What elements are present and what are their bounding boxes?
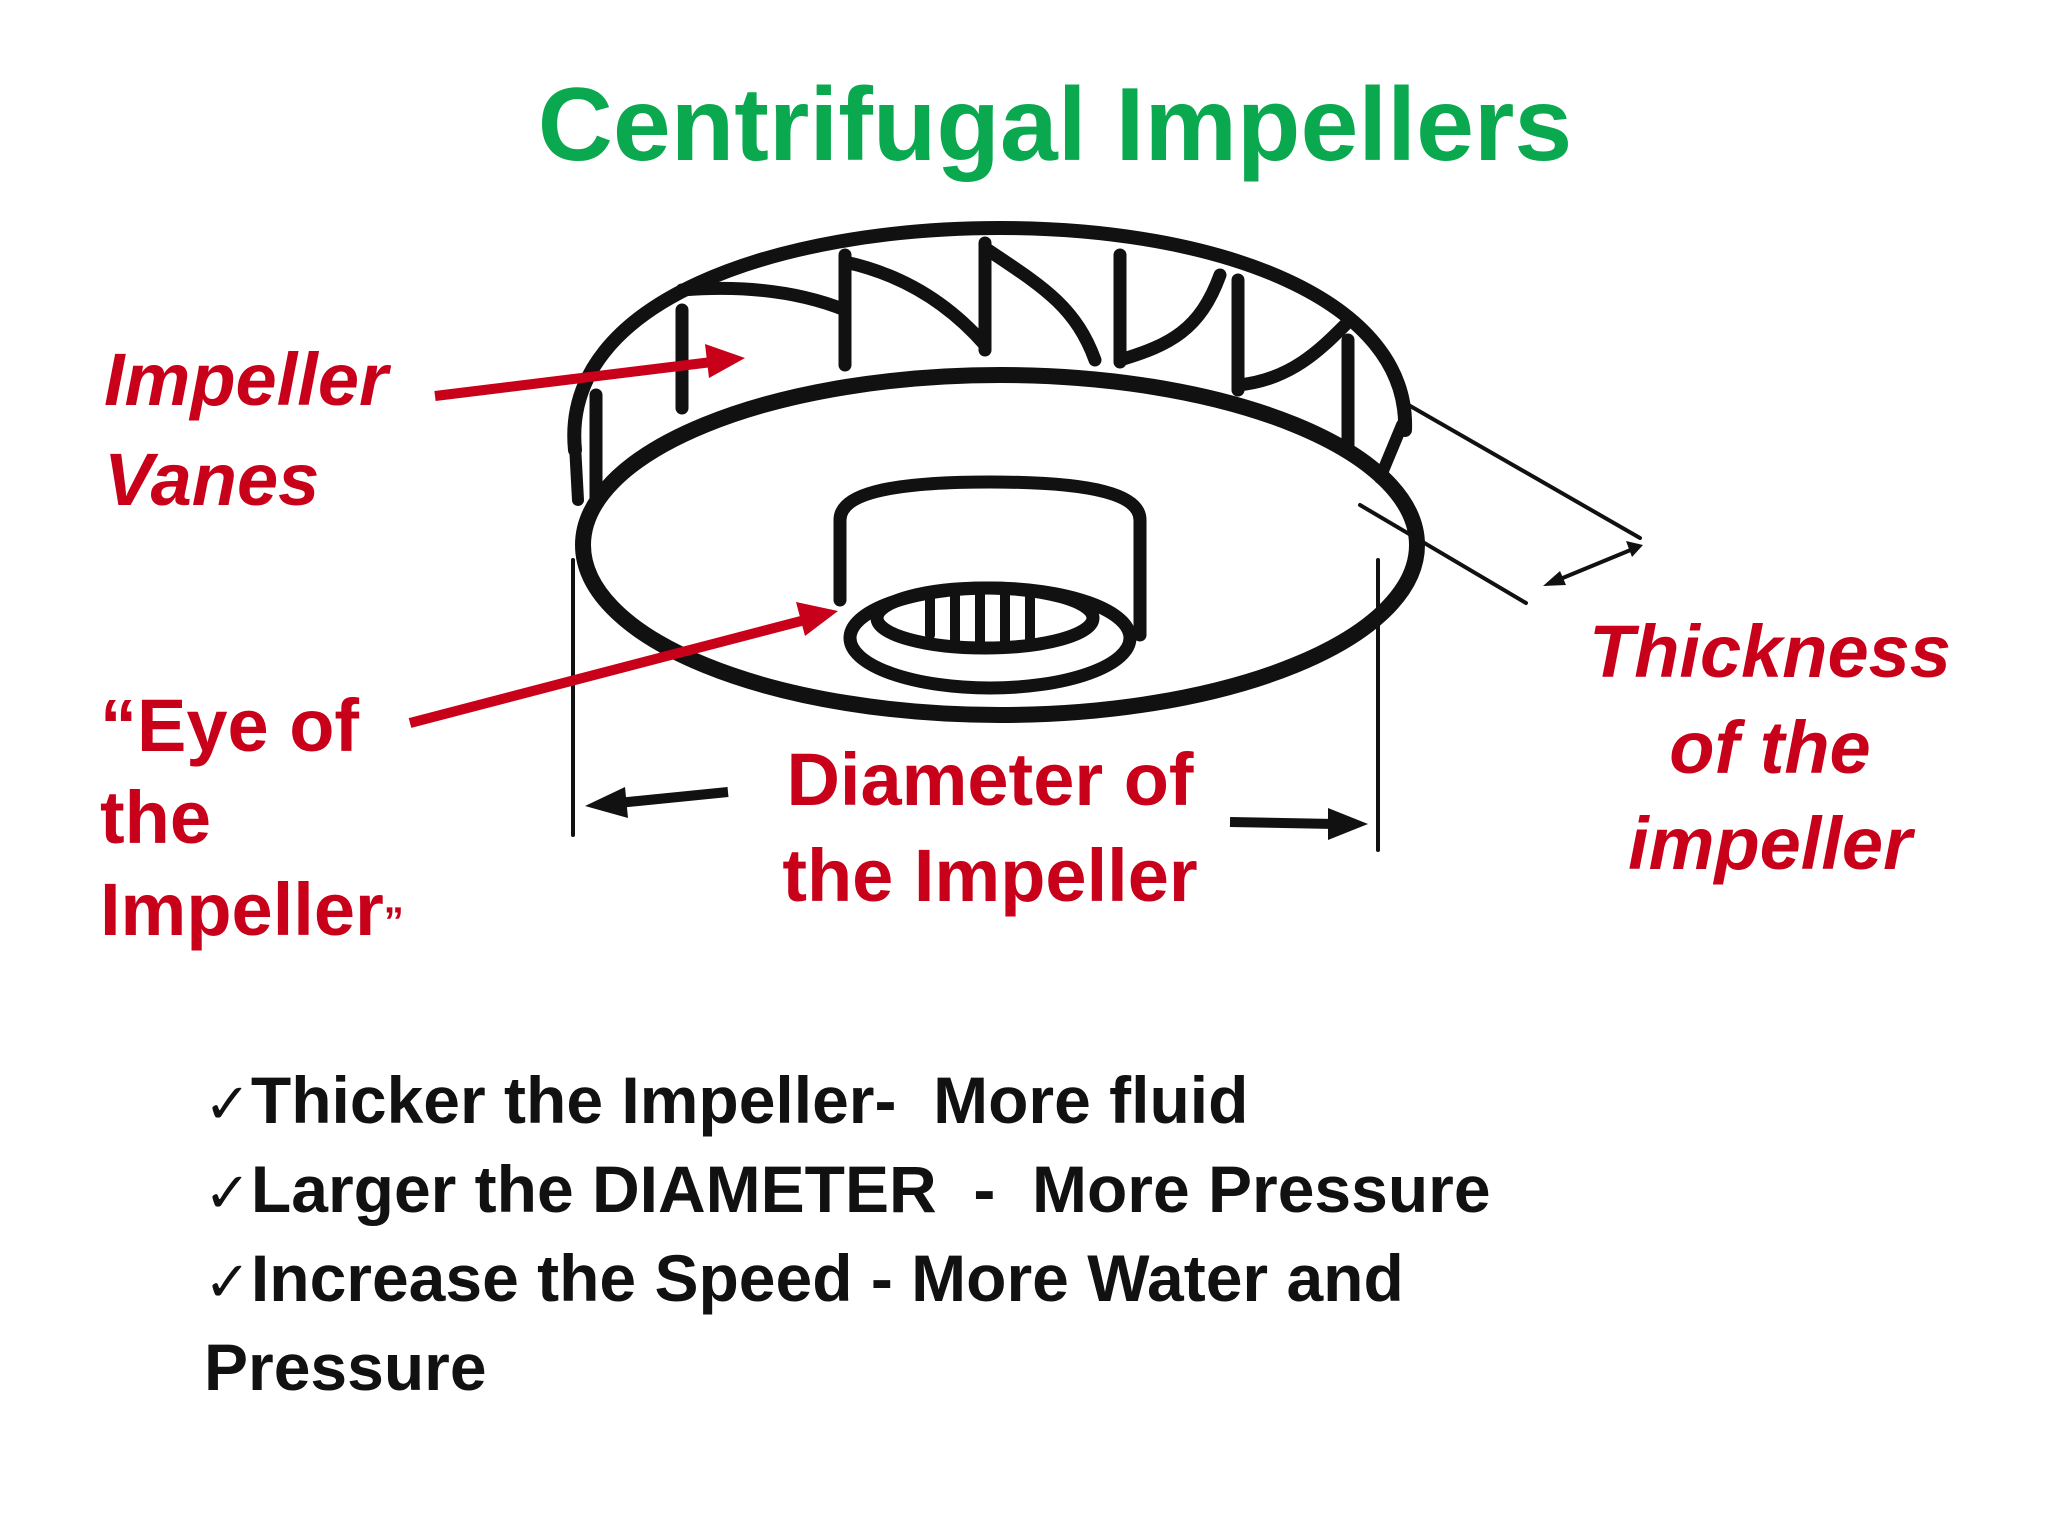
list-item: ✓Increase the Speed - More Water and	[204, 1241, 1404, 1315]
back-shroud-left-side	[569, 439, 584, 506]
thickness-arrow	[1543, 541, 1643, 586]
eye-pointer-arrow	[408, 602, 838, 728]
front-shroud	[575, 367, 1425, 723]
key-points-list: ✓Thicker the Impeller- More fluid ✓Large…	[204, 1058, 1604, 1414]
impeller-vanes	[589, 236, 1355, 507]
checkmark-icon: ✓	[204, 1250, 251, 1315]
impeller-vanes-label: Impeller Vanes	[104, 338, 388, 521]
checkmark-icon: ✓	[204, 1072, 251, 1137]
list-item: ✓Larger the DIAMETER - More Pressure	[204, 1152, 1491, 1226]
thickness-extension-bottom	[1358, 503, 1528, 605]
vanes-pointer-arrow	[434, 344, 745, 401]
diameter-arrow-right-head	[1328, 808, 1368, 840]
page-title: Centrifugal Impellers	[537, 67, 1573, 183]
thickness-extension-top	[1403, 401, 1642, 540]
checkmark-icon: ✓	[204, 1161, 251, 1226]
diameter-label: Diameter of the Impeller	[782, 738, 1198, 917]
diameter-arrows	[585, 787, 1368, 840]
eye-of-impeller-label: “Eye of the Impeller”	[100, 684, 404, 951]
thickness-label: Thickness of the impeller	[1589, 610, 1951, 885]
back-shroud	[567, 221, 1413, 457]
diameter-arrow-left-head	[585, 787, 628, 818]
eye-vanes	[925, 587, 1035, 649]
impeller-eye	[833, 475, 1147, 695]
list-item: ✓Thicker the Impeller- More fluid	[204, 1063, 1249, 1137]
list-item: Pressure	[204, 1330, 487, 1404]
